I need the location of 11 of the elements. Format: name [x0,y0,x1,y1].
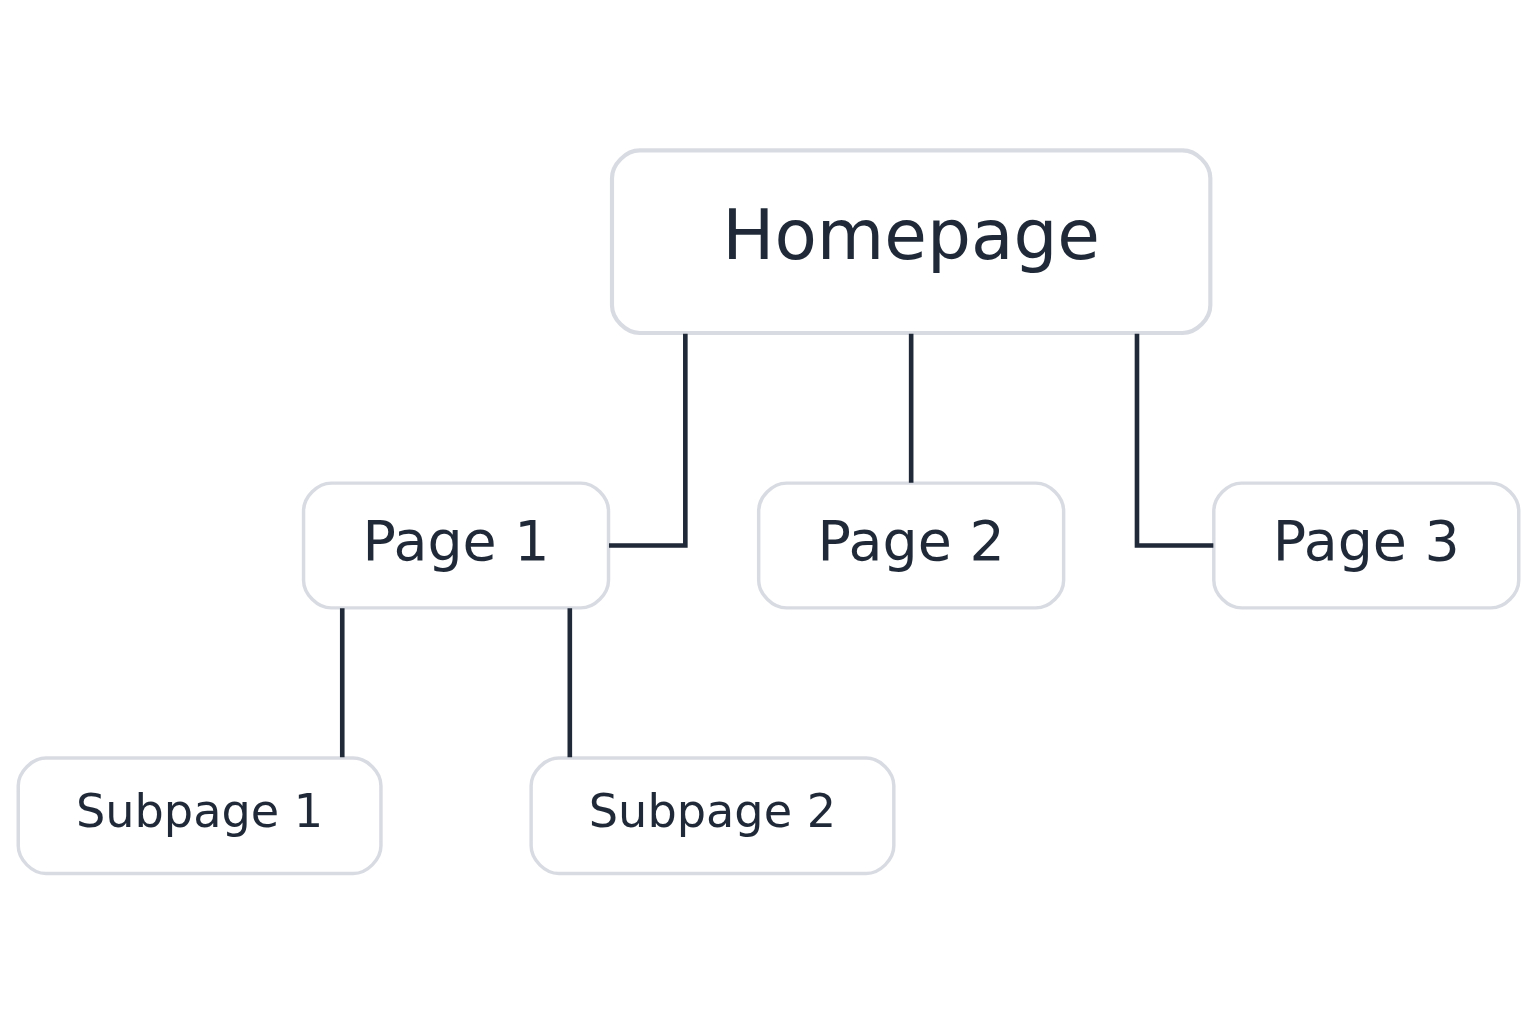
node-box: Homepage [609,148,1212,336]
node-box: Subpage 2 [528,756,896,876]
connector [908,333,913,483]
connector [339,608,345,758]
node-box: Subpage 1 [16,756,383,876]
node-box: Page 2 [756,481,1065,610]
connector [608,333,688,548]
connector [1134,333,1213,548]
connector [567,608,572,758]
node-box: Page 3 [1211,481,1520,610]
node-box: Page 1 [301,481,610,610]
